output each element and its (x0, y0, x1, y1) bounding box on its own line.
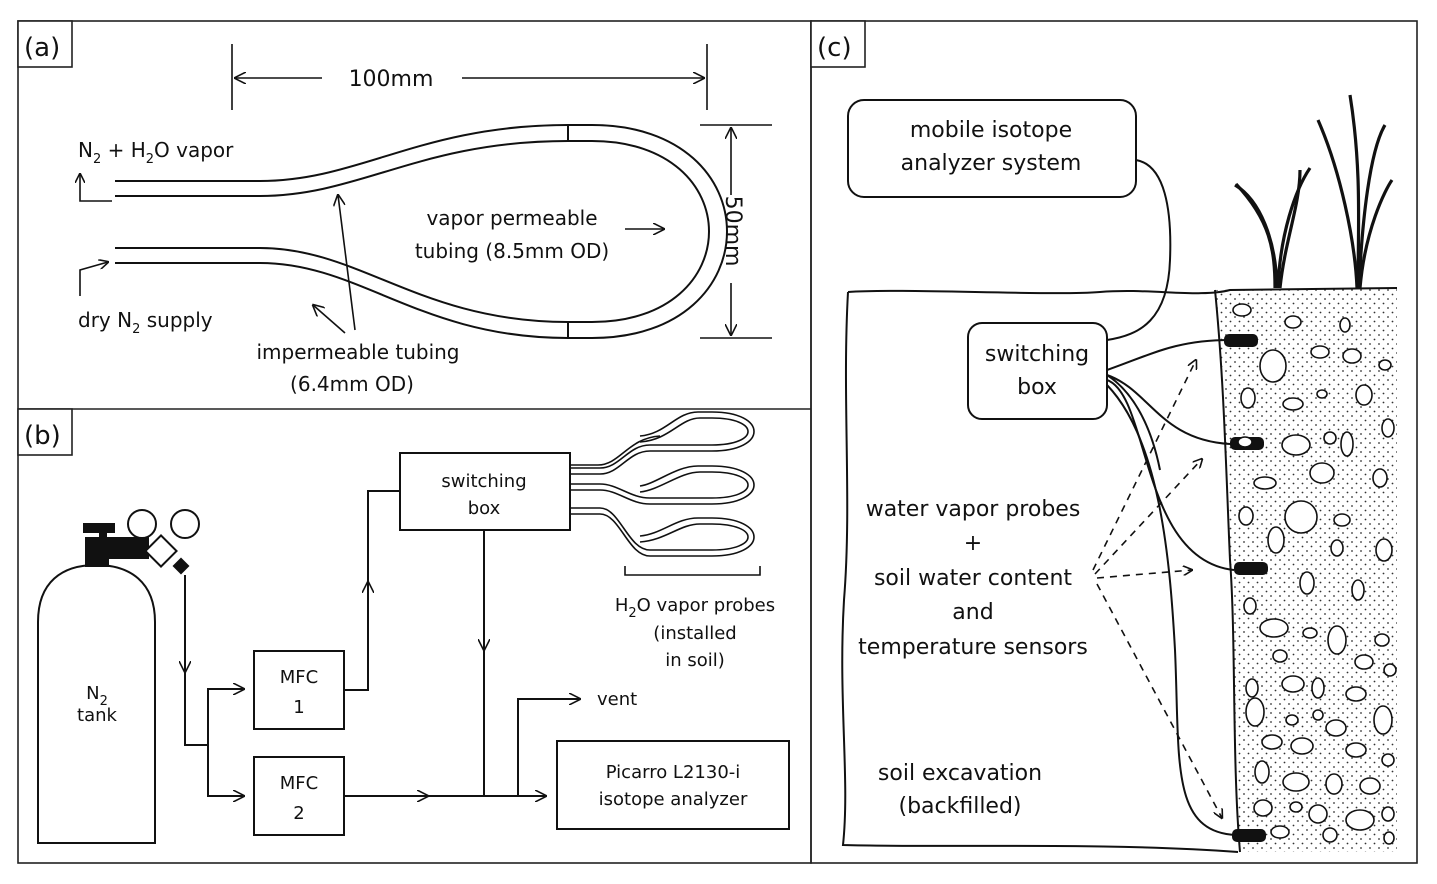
inlet-label: dry N2 supply (78, 308, 213, 337)
sensors-label-1: water vapor probes (866, 497, 1081, 522)
analyzer-label-2: isotope analyzer (599, 789, 748, 810)
permeable-label-1: vapor permeable (426, 206, 597, 230)
switch-b-label-1: switching (441, 471, 526, 492)
permeable-label-2: tubing (8.5mm OD) (415, 239, 609, 263)
svg-text:(c): (c) (817, 33, 852, 63)
panel-b (37, 452, 790, 844)
switch-c-label-2: box (1017, 375, 1057, 400)
impermeable-label-1: impermeable tubing (256, 340, 459, 364)
vent-label: vent (597, 689, 637, 710)
excavation-label-2: (backfilled) (898, 794, 1021, 819)
excavation-label-1: soil excavation (878, 761, 1042, 786)
outlet-label: N2 + H2O vapor (78, 138, 234, 167)
tank-label-1: N2 (86, 683, 108, 709)
svg-text:(b): (b) (24, 421, 61, 451)
panel-b-text: N2 tank MFC 1 MFC 2 switching box vent P… (77, 471, 775, 824)
height-label: 50mm (720, 196, 745, 267)
n2-tank (37, 563, 156, 844)
length-label: 100mm (349, 67, 434, 92)
panel-label-c: (c) (810, 20, 866, 68)
analyzer-label-1: Picarro L2130-i (606, 762, 741, 783)
mfc2-label-1: MFC (280, 773, 318, 794)
svg-text:(a): (a) (24, 33, 60, 63)
mfc2-label-2: 2 (293, 803, 304, 824)
panel-label-b: (b) (17, 408, 73, 456)
panel-a-text: 100mm 50mm N2 + H2O vapor dry N2 supply … (78, 67, 745, 396)
mobile-label-2: analyzer system (901, 151, 1082, 176)
probes-label-2: (installed (653, 623, 736, 644)
switch-b-label-2: box (468, 498, 501, 519)
sensors-label-3: soil water content (874, 566, 1072, 591)
mfc1-label-1: MFC (280, 667, 318, 688)
mini-probe-3 (570, 507, 755, 557)
sensors-label-4: and (952, 600, 993, 625)
panel-c-text: mobile isotope analyzer system switching… (858, 118, 1089, 819)
mobile-label-1: mobile isotope (910, 118, 1072, 143)
probes-label-3: in soil) (665, 650, 725, 671)
panel-label-a: (a) (17, 20, 73, 68)
mini-probe-2 (570, 465, 755, 505)
mini-probe-1 (570, 411, 755, 475)
mfc1-label-2: 1 (293, 697, 304, 718)
impermeable-label-2: (6.4mm OD) (290, 372, 414, 396)
sensors-label-5: temperature sensors (858, 635, 1088, 660)
probes-label-1: H2O vapor probes (615, 595, 775, 621)
panel-a (80, 44, 772, 339)
grass (1234, 94, 1394, 289)
tank-label-2: tank (77, 705, 117, 726)
soil-rocks (1232, 303, 1397, 845)
sensors-label-2: + (964, 531, 982, 556)
mini-probes (570, 411, 755, 557)
switch-c-label-1: switching (985, 342, 1089, 367)
